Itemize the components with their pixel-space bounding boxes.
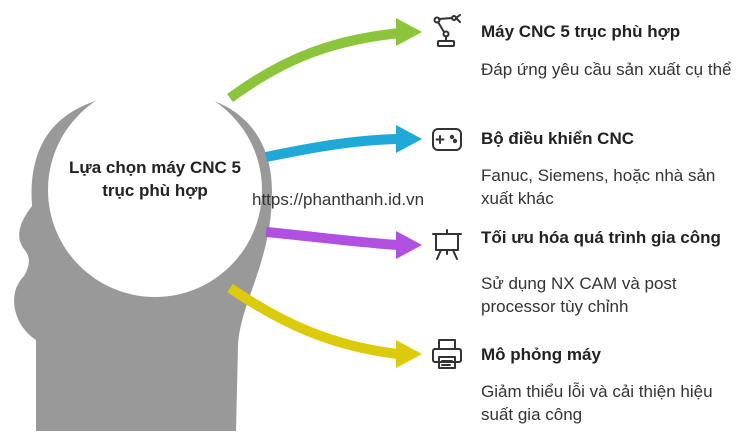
center-label: Lựa chọn máy CNC 5 trục phù hợp [69,158,241,200]
watermark-url: https://phanthanh.id.vn [252,190,425,209]
branch-arrow-3 [265,227,399,250]
head-inner-circle [48,83,262,297]
gamepad-icon [432,128,462,151]
branch-arrowhead-3 [396,231,422,259]
branch-arrow-2 [264,134,399,162]
presentation-board-icon [432,229,462,260]
robot-arm-icon [433,14,461,47]
branch-title-4: Mô phỏng máy [481,345,601,364]
branch-title-3: Tối ưu hóa quá trình gia công [481,228,721,247]
branch-desc-3: Sử dụng NX CAM và post processor tùy chỉ… [481,274,677,316]
printer-icon [432,339,462,369]
branch-arrowhead-1 [396,18,422,46]
branch-desc-1: Đáp ứng yêu cầu sản xuất cụ thể [481,60,732,79]
branch-title-1: Máy CNC 5 trục phù hợp [481,22,681,41]
branch-arrow-4 [227,283,399,359]
branch-title-2: Bộ điều khiển CNC [481,129,635,148]
branch-desc-2: Fanuc, Siemens, hoặc nhà sản xuất khác [481,166,716,208]
branch-arrow-1 [227,28,401,103]
branch-arrowhead-4 [396,340,422,368]
branch-desc-4: Giảm thiểu lỗi và cải thiện hiệu suất gi… [481,382,713,424]
branch-arrowhead-2 [396,125,422,153]
